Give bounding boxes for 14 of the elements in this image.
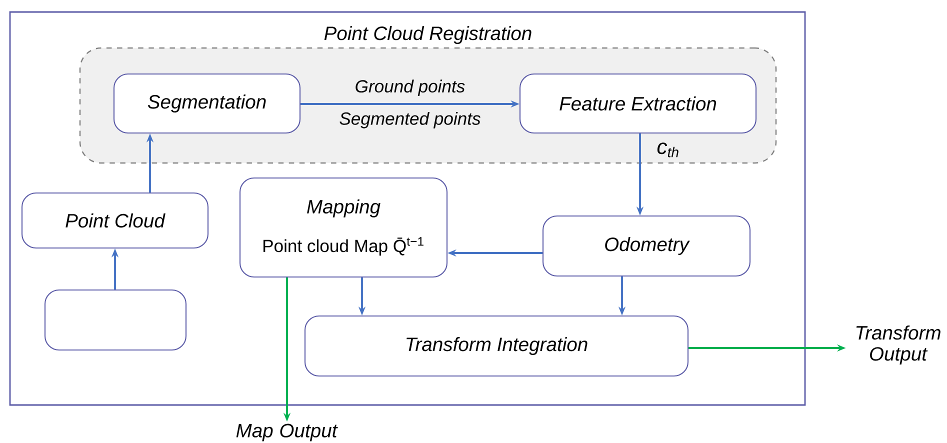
frame <box>9 11 806 406</box>
device-box <box>44 289 187 351</box>
process-box: Segmentation <box>113 73 301 134</box>
edge-label: c$_{th}$ <box>657 142 678 158</box>
process-box: Mapping Point cloud Map Q̄$^{t−1}$ <box>239 177 448 278</box>
output-label: Map Output <box>236 424 338 442</box>
process-box: Feature Extraction <box>519 73 757 134</box>
edge-label: Ground points <box>356 80 465 96</box>
process-box: Odometry <box>542 215 751 277</box>
node-label: Point Cloud Registration <box>324 26 532 44</box>
output-label: Transform Output <box>856 325 940 365</box>
process-box: Point Cloud <box>21 192 209 249</box>
text-label: Segmented points <box>340 112 480 128</box>
process-box: Transform Integration <box>304 315 689 377</box>
